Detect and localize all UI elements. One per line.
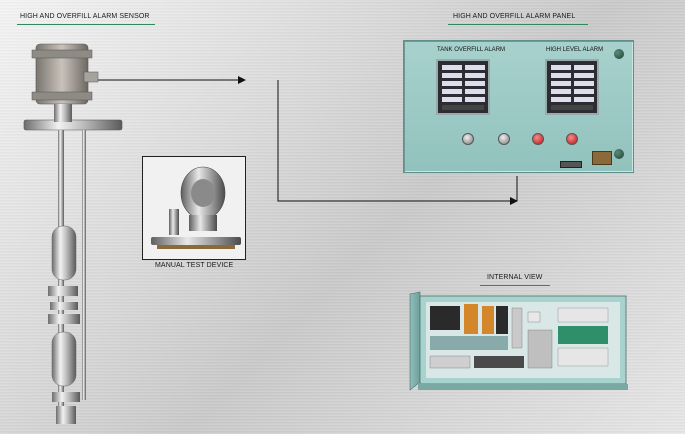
sensor-caption-underline (17, 24, 155, 25)
panel-caption-underline (448, 24, 588, 25)
high-level-annunciator (545, 59, 599, 115)
gray-pushbutton-1[interactable] (462, 133, 474, 145)
internal-view-caption: INTERNAL VIEW (487, 274, 543, 281)
high-level-alarm-header: HIGH LEVEL ALARM (546, 47, 604, 53)
red-pushbutton-2[interactable] (566, 133, 578, 145)
tank-overfill-alarm-header: TANK OVERFILL ALARM (437, 47, 506, 53)
alarm-sensor-icon (23, 43, 123, 424)
pressure-test-device-icon (143, 157, 245, 259)
manual-test-device-frame (142, 156, 246, 260)
internal-view-icon (409, 291, 628, 391)
annunciator-windows (442, 65, 485, 110)
manual-test-caption: MANUAL TEST DEVICE (155, 262, 234, 269)
corner-screw-icon (614, 149, 624, 159)
sensor-to-panel-arrow (98, 76, 246, 84)
overfill-annunciator (436, 59, 490, 115)
gray-pushbutton-2[interactable] (498, 133, 510, 145)
alarm-panel: TANK OVERFILL ALARM HIGH LEVEL ALARM (403, 40, 634, 173)
panel-caption: HIGH AND OVERFILL ALARM PANEL (453, 13, 576, 20)
panel-label-plate (560, 161, 582, 168)
annunciator-windows (551, 65, 594, 110)
sensor-caption: HIGH AND OVERFILL ALARM SENSOR (20, 13, 150, 20)
panel-switch[interactable] (592, 151, 612, 165)
red-pushbutton-1[interactable] (532, 133, 544, 145)
internal-view-caption-underline (480, 285, 550, 286)
corner-screw-icon (614, 49, 624, 59)
panel-feed-arrow (277, 80, 518, 205)
